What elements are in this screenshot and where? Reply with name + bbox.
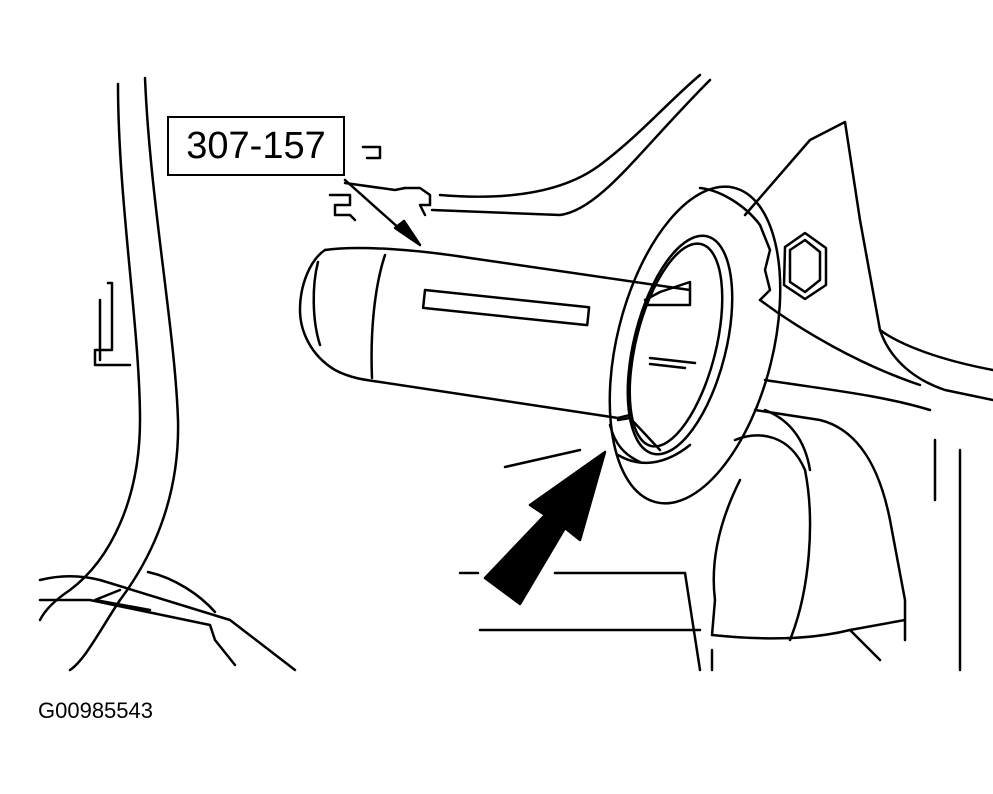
insertion-direction-arrow — [485, 452, 605, 604]
lock-cylinder-bore — [580, 169, 810, 521]
column-shroud-panel — [40, 78, 295, 670]
tool-number-callout: 307-157 — [167, 116, 345, 176]
figure-id-label: G00985543 — [38, 698, 153, 723]
label-leader-arrow — [345, 180, 420, 245]
motion-lines — [460, 450, 700, 670]
upper-shroud — [330, 75, 710, 220]
tool-307-157 — [300, 248, 695, 462]
tool-number-label: 307-157 — [186, 125, 326, 167]
switch-housing — [700, 122, 993, 670]
